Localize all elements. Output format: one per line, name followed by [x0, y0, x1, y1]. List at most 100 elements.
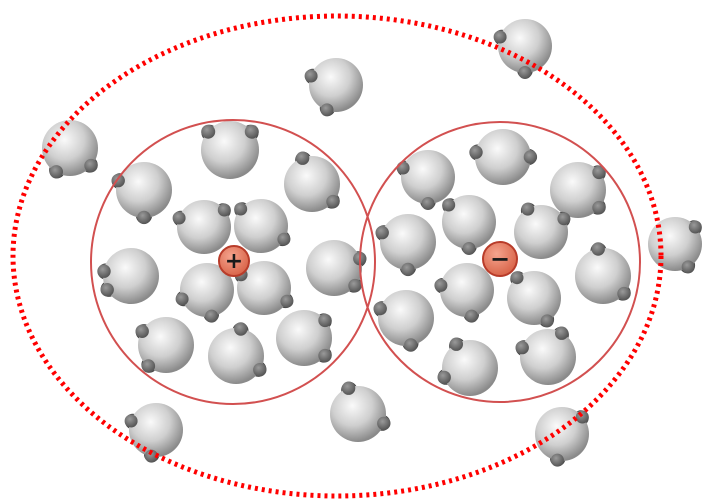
hydrogen-atom-front: [205, 310, 218, 323]
anion-label: −: [490, 245, 510, 273]
hydrogen-atom-front: [397, 162, 410, 175]
hydrogen-atom-front: [125, 415, 138, 428]
water-molecule: [173, 200, 231, 254]
hydrogen-atom-front: [137, 211, 150, 224]
hydrogen-atom-front: [682, 260, 695, 273]
hydrogen-atom-front: [234, 322, 247, 335]
water-molecule: [306, 240, 366, 296]
hydrogen-atom-front: [463, 242, 476, 255]
water-molecule: [507, 271, 561, 327]
hydrogen-atom-front: [494, 31, 507, 44]
hydrogen-atom-front: [50, 165, 63, 178]
hydrogen-atom-front: [465, 310, 478, 323]
oxygen-atom: [440, 263, 494, 317]
water-molecule: [112, 162, 173, 224]
cation-label: +: [225, 249, 243, 274]
hydrogen-atom-front: [592, 201, 605, 214]
water-molecule: [550, 162, 606, 218]
hydrogen-atom-front: [218, 204, 231, 217]
water-molecule: [201, 121, 259, 179]
hydrogen-atom-front: [342, 382, 355, 395]
oxygen-atom: [330, 386, 386, 442]
hydrogen-atom-front: [377, 417, 390, 430]
hydrogen-atom-front: [234, 203, 247, 216]
water-molecules: [42, 19, 702, 467]
hydrogen-atom-front: [173, 212, 186, 225]
hydrogen-atom-front: [551, 454, 564, 467]
water-molecule: [434, 263, 494, 323]
cation-ion: +: [219, 246, 249, 276]
water-molecule: [374, 290, 435, 352]
oxygen-atom: [380, 214, 436, 270]
hydrogen-atom-front: [576, 411, 589, 424]
oxygen-atom: [208, 328, 264, 384]
hydrogen-atom-front: [422, 197, 435, 210]
water-molecule: [234, 199, 290, 253]
water-molecule: [136, 317, 195, 373]
oxygen-atom: [129, 403, 183, 457]
hydrogen-atom-front: [253, 363, 266, 376]
hydrogen-atom-front: [321, 103, 334, 116]
water-molecule: [97, 248, 159, 304]
hydrogen-atom-front: [469, 146, 482, 159]
water-molecule: [330, 382, 390, 443]
hydrogen-atom-front: [524, 150, 537, 163]
hydrogen-atom-front: [142, 359, 155, 372]
hydrogen-atom-front: [84, 159, 97, 172]
anion-ion: −: [483, 242, 517, 276]
hydrogen-atom-front: [296, 152, 309, 165]
hydrogen-atom-front: [280, 295, 293, 308]
water-molecule: [648, 217, 702, 273]
hydrogen-atom-front: [201, 125, 215, 139]
oxygen-atom: [103, 248, 159, 304]
water-molecule: [376, 214, 437, 276]
hydrogen-atom-front: [516, 341, 529, 354]
hydrogen-atom-front: [450, 338, 463, 351]
hydrogen-atom-front: [176, 293, 189, 306]
hydrogen-atom-front: [136, 325, 149, 338]
water-molecule: [208, 322, 267, 384]
hydrogen-atom-front: [434, 279, 447, 292]
hydrogen-atom-front: [348, 279, 361, 292]
hydrogen-atom-front: [326, 195, 339, 208]
hydrogen-atom-front: [592, 242, 605, 255]
oxygen-atom: [475, 129, 531, 185]
water-molecule: [305, 58, 363, 116]
hydrogen-atom-front: [97, 265, 110, 278]
hydrogen-atom-front: [555, 327, 568, 340]
hydrogen-atom-front: [541, 314, 554, 327]
hydrogen-atom-front: [374, 302, 387, 315]
oxygen-atom: [498, 19, 552, 73]
water-molecule: [516, 327, 577, 386]
hydrogen-atom-front: [442, 199, 455, 212]
oxygen-atom: [401, 150, 455, 204]
water-molecule: [469, 129, 537, 185]
water-molecule: [42, 120, 98, 179]
hydrogen-atom-front: [318, 314, 331, 327]
hydrogen-atom-front: [376, 226, 389, 239]
water-molecule: [125, 403, 183, 463]
oxygen-atom: [378, 290, 434, 346]
hydrogen-atom-front: [245, 125, 259, 139]
hydrogen-atom-front: [404, 338, 417, 351]
hydrogen-atom-front: [557, 212, 570, 225]
oxygen-atom: [520, 329, 576, 385]
hydrogen-atom-front: [305, 70, 318, 83]
hydrogen-atom-front: [519, 66, 532, 79]
hydrogen-atom-front: [617, 287, 630, 300]
hydrogen-atom-front: [277, 233, 290, 246]
hydrogen-atom-front: [689, 221, 702, 234]
water-molecule: [575, 242, 631, 304]
hydrogen-atom-front: [401, 263, 414, 276]
oxygen-atom: [514, 205, 568, 259]
oxygen-atom: [442, 340, 498, 396]
hydrogen-atom-front: [101, 283, 114, 296]
water-molecule: [438, 338, 499, 397]
hydrogen-atom-front: [318, 349, 331, 362]
hydrogen-atom-front: [521, 203, 534, 216]
water-molecule: [276, 310, 332, 366]
hydrogen-atom-front: [438, 371, 451, 384]
hydrogen-atom-front: [511, 271, 524, 284]
oxygen-atom: [309, 58, 363, 112]
